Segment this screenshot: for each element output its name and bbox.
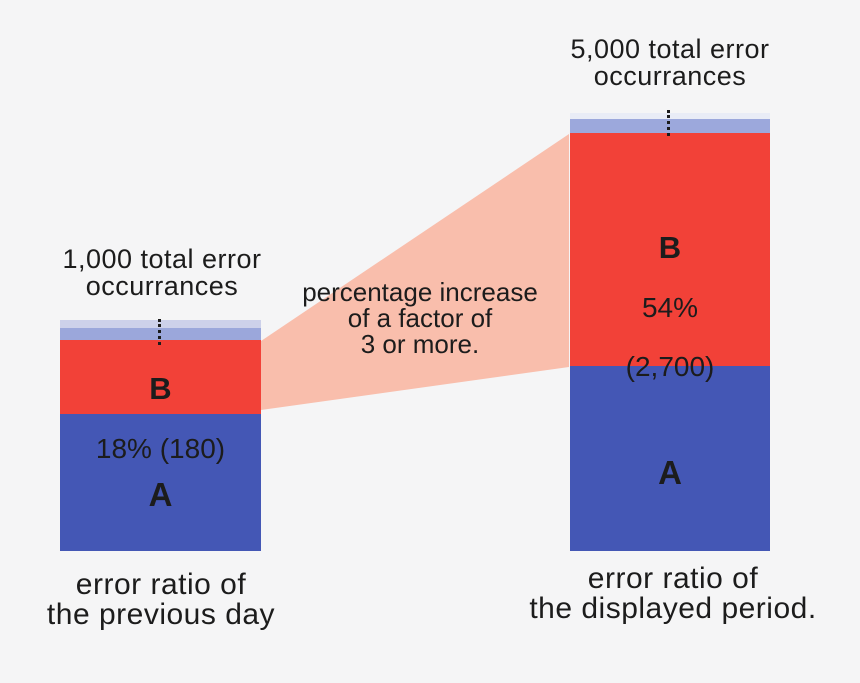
bar-previous-day: [60, 320, 261, 551]
right-a-label: A: [570, 440, 770, 489]
left-total-label: 1,000 total error occurrances: [62, 244, 262, 301]
left-b-value: 18% (180): [95, 433, 226, 465]
left-a-label: A: [60, 462, 261, 511]
right-b-name: B: [658, 230, 682, 266]
truncation-ellipsis-right: [667, 110, 670, 136]
right-total-label: 5,000 total error occurrances: [570, 34, 770, 91]
increase-wedge: [261, 134, 569, 410]
segment-other-medium-right: [570, 119, 770, 133]
left-b-name: B: [149, 371, 172, 407]
right-a-name: A: [658, 454, 682, 491]
left-caption: error ratio of the previous day: [46, 568, 276, 631]
segment-a-right: [570, 366, 770, 551]
segment-b-right: [570, 133, 770, 366]
segment-other-light-right: [570, 113, 770, 119]
segment-a-left: [60, 414, 261, 551]
right-caption: error ratio of the displayed period.: [529, 562, 817, 625]
right-b-label: B 54% (2,700): [570, 203, 770, 410]
left-b-label: B 18% (180): [60, 344, 261, 493]
left-a-name: A: [148, 476, 173, 513]
segment-b-left: [60, 340, 261, 414]
truncation-ellipsis-left: [158, 319, 161, 345]
right-b-percent: 54%: [641, 292, 699, 324]
bar-displayed-period: [570, 113, 770, 551]
right-b-count: (2,700): [625, 350, 715, 382]
increase-annotation: percentage increase of a factor of 3 or …: [302, 277, 538, 359]
